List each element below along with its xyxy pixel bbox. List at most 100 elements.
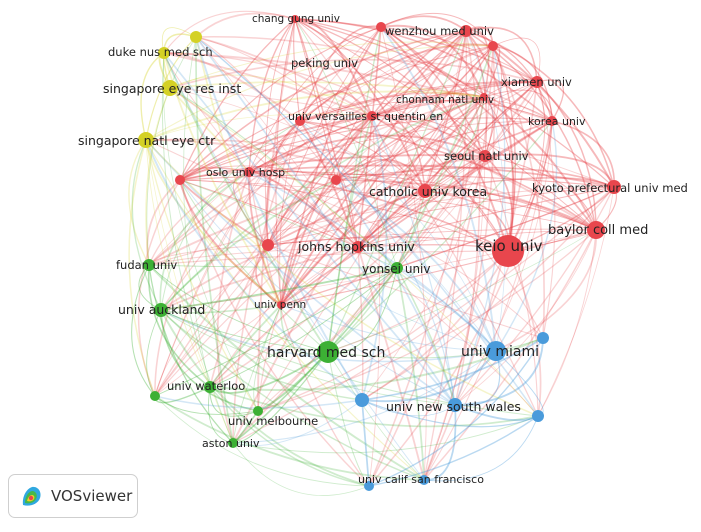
link-auckland-b_far	[160, 309, 539, 417]
link-baylor-penn	[280, 229, 597, 306]
link-baylor-oslo	[248, 171, 597, 231]
link-wenzhou2-johns	[357, 26, 382, 248]
link-xiamen-ucsf	[423, 81, 538, 481]
link-catholic-sgnatl	[145, 139, 426, 192]
node-r_topright[interactable]	[488, 41, 498, 51]
link-harvard-auckland	[160, 309, 329, 353]
node-label-johns: johns hopkins univ	[297, 239, 415, 254]
node-wenzhou[interactable]	[460, 25, 472, 37]
node-keio[interactable]	[492, 235, 524, 267]
node-penn[interactable]	[277, 301, 285, 309]
link-wenzhou-penn	[280, 30, 467, 306]
link-korea-harvard	[327, 120, 553, 353]
link-chang-peking	[293, 18, 301, 122]
link-versailles-b_mid	[361, 115, 388, 401]
link-harvard-aston	[232, 351, 329, 444]
node-korea[interactable]	[547, 116, 557, 126]
link-r_mid-auckland	[160, 179, 337, 311]
link-kyoto-catholic	[424, 177, 615, 192]
node-label-yonsei: yonsei univ	[362, 262, 430, 276]
node-b_mid[interactable]	[355, 393, 369, 407]
link-wenzhou2-r_topright	[380, 12, 494, 47]
node-sgeye[interactable]	[162, 80, 178, 96]
link-wenzhou-r_mid	[335, 30, 467, 181]
node-g_left[interactable]	[150, 391, 160, 401]
node-chonnam[interactable]	[480, 93, 488, 101]
link-johns-y_top	[195, 36, 359, 248]
link-johns-sgnatl	[145, 139, 359, 248]
link-ucsf-duke	[163, 52, 425, 481]
node-seoul[interactable]	[479, 150, 491, 162]
link-seoul-penn	[280, 155, 486, 306]
link-keio-r_topright	[492, 45, 516, 252]
link-peking-r_left2	[265, 120, 301, 246]
node-b_far[interactable]	[532, 410, 544, 422]
node-y_top[interactable]	[190, 31, 202, 43]
link-nsw-y_top	[195, 36, 456, 406]
link-wenzhou-r_left2	[267, 30, 467, 246]
link-chonnam-r_mid	[335, 96, 485, 181]
link-versailles-penn	[280, 115, 373, 306]
link-versailles-harvard	[327, 115, 373, 353]
link-xiamen-r_left2	[267, 81, 538, 246]
node-melbourne[interactable]	[253, 406, 263, 416]
link-waterloo-b_bottom	[209, 386, 370, 487]
node-peking[interactable]	[295, 116, 305, 126]
node-versailles[interactable]	[367, 111, 377, 121]
node-baylor[interactable]	[587, 221, 605, 239]
node-label-wenzhou: wenzhou med univ	[385, 24, 494, 38]
node-auckland[interactable]	[154, 303, 168, 317]
link-kyoto-aston	[232, 186, 615, 444]
node-chang[interactable]	[291, 15, 299, 23]
link-catholic-versailles	[371, 114, 426, 192]
link-wenzhou2-peking	[299, 25, 382, 122]
node-yonsei[interactable]	[391, 262, 403, 274]
node-nsw[interactable]	[448, 398, 462, 412]
link-wenzhou2-r_left	[179, 26, 382, 181]
node-oslo[interactable]	[244, 167, 254, 177]
node-b_right[interactable]	[537, 332, 549, 344]
link-catholic-wenzhou	[424, 30, 467, 192]
link-baylor-chonnam	[483, 96, 597, 231]
link-wenzhou2-penn	[280, 26, 382, 306]
link-wenzhou-harvard	[327, 30, 467, 353]
node-r_left2[interactable]	[262, 239, 274, 251]
link-y_top-sgeye	[162, 33, 197, 89]
link-versailles-sgnatl	[145, 113, 373, 141]
link-chang-b_far	[294, 18, 539, 417]
node-catholic[interactable]	[418, 184, 432, 198]
link-r_topright-nsw	[454, 45, 506, 406]
node-sgnatl[interactable]	[138, 132, 154, 148]
link-melbourne-sgnatl	[145, 139, 259, 412]
link-baylor-b_far	[537, 229, 597, 417]
node-label-penn: univ penn	[254, 299, 306, 311]
node-aston[interactable]	[228, 438, 238, 448]
link-catholic-harvard	[327, 190, 426, 353]
node-fudan[interactable]	[143, 259, 155, 271]
node-miami[interactable]	[486, 341, 506, 361]
link-johns-miami	[357, 246, 497, 352]
node-wenzhou2[interactable]	[376, 22, 386, 32]
link-xiamen-peking	[299, 81, 538, 122]
node-b_bottom[interactable]	[364, 481, 374, 491]
node-kyoto[interactable]	[607, 180, 621, 194]
node-r_left[interactable]	[175, 175, 185, 185]
link-r_left-yonsei	[179, 179, 398, 269]
link-g_left-ucsf	[154, 395, 425, 481]
link-catholic-chonnam	[424, 96, 485, 192]
vosviewer-badge[interactable]: VOSviewer	[8, 474, 138, 518]
node-xiamen[interactable]	[531, 76, 543, 88]
link-chonnam-yonsei	[396, 96, 485, 269]
link-wenzhou-fudan	[148, 30, 467, 266]
node-johns[interactable]	[352, 241, 364, 253]
link-r_topright-sgeye	[169, 41, 494, 89]
node-label-keio: keio univ	[475, 237, 543, 255]
link-r_topright-penn	[280, 45, 494, 306]
node-waterloo[interactable]	[204, 381, 216, 393]
link-keio-melbourne	[257, 250, 509, 412]
link-chang-yonsei	[294, 18, 398, 269]
node-harvard[interactable]	[317, 341, 339, 363]
node-r_mid[interactable]	[331, 175, 341, 185]
node-ucsf[interactable]	[419, 475, 429, 485]
node-duke[interactable]	[158, 47, 170, 59]
